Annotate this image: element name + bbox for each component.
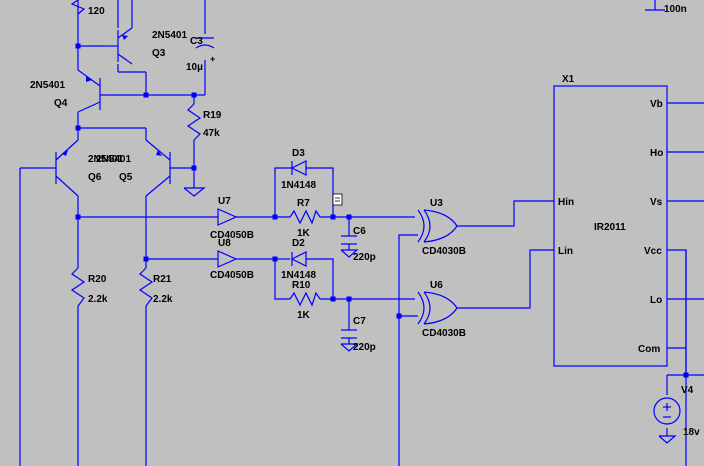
buffer-u7[interactable]: [217, 208, 238, 226]
label-c7-value: 220p: [353, 342, 376, 353]
label-u8-part: CD4050B: [210, 270, 254, 281]
pin-lin-label: Lin: [558, 246, 573, 257]
label-r-top-value: 120: [88, 6, 105, 17]
label-r21-ref: R21: [153, 274, 172, 285]
capacitor-c6[interactable]: [340, 235, 359, 258]
label-u3-part: CD4030B: [422, 246, 466, 257]
label-q3-ref: Q3: [152, 48, 166, 59]
label-q6-part: 2N5401: [88, 154, 123, 165]
label-d3-ref: D3: [292, 148, 305, 159]
label-c3-ref: C3: [190, 36, 203, 47]
diode-d2[interactable]: [290, 251, 307, 267]
label-v4-ref: V4: [681, 385, 694, 396]
label-q4-part: 2N5401: [30, 80, 65, 91]
pin-vb-label: Vb: [650, 99, 663, 110]
label-q4-ref: Q4: [54, 98, 68, 109]
label-u6-ref: U6: [430, 280, 443, 291]
label-r21-value: 2.2k: [153, 294, 173, 305]
label-r7-value: 1K: [297, 228, 311, 239]
label-c6-value: 220p: [353, 252, 376, 263]
label-r10-value: 1K: [297, 310, 311, 321]
transistor-q3[interactable]: [107, 0, 133, 65]
ic-x1-box[interactable]: [553, 85, 668, 367]
resistor-top[interactable]: [70, 0, 86, 15]
document-cursor-icon: [332, 193, 343, 206]
label-u8-ref: U8: [218, 238, 231, 249]
transistor-q4[interactable]: [77, 69, 108, 113]
label-u7-ref: U7: [218, 196, 231, 207]
resistor-r10[interactable]: [289, 291, 321, 307]
pin-com-label: Com: [638, 344, 660, 355]
label-q3-part: 2N5401: [152, 30, 187, 41]
transistor-q6[interactable]: [45, 139, 79, 197]
label-q5-part: 2N5401: [96, 154, 131, 165]
label-u3-ref: U3: [430, 198, 443, 209]
pin-vs-label: Vs: [650, 197, 663, 208]
transistor-q5[interactable]: [145, 139, 171, 197]
xor-gate-u3[interactable]: [417, 209, 458, 243]
pin-vcc-label: Vcc: [644, 246, 662, 257]
resistor-r21[interactable]: [138, 267, 154, 307]
label-u6-part: CD4030B: [422, 328, 466, 339]
label-r20-value: 2.2k: [88, 294, 108, 305]
label-d3-part: 1N4148: [281, 180, 316, 191]
resistor-r20[interactable]: [70, 267, 86, 307]
label-d2-part: 1N4148: [281, 270, 316, 281]
pin-ho-label: Ho: [650, 148, 663, 159]
label-r10-ref: R10: [292, 280, 311, 291]
ground-symbol: [183, 187, 206, 197]
svg-text:+: +: [210, 54, 215, 64]
voltage-source-v4[interactable]: [653, 397, 681, 444]
pin-lo-label: Lo: [650, 295, 662, 306]
capacitor-c7[interactable]: [340, 329, 359, 352]
resistor-r19[interactable]: [186, 103, 202, 141]
label-d2-ref: D2: [292, 238, 305, 249]
resistor-r7[interactable]: [289, 209, 321, 225]
junction-dots: [75, 43, 689, 378]
label-r19-value: 47k: [203, 128, 220, 139]
diode-d3[interactable]: [290, 160, 307, 176]
label-q5-ref: Q5: [119, 172, 133, 183]
label-cap-top-right-value: 100n: [664, 4, 687, 15]
label-c7-ref: C7: [353, 316, 366, 327]
label-r7-ref: R7: [297, 198, 310, 209]
label-r20-ref: R20: [88, 274, 107, 285]
label-v4-value: 18v: [683, 427, 700, 438]
label-x1-part: IR2011: [594, 222, 626, 233]
label-u7-part: CD4050B: [210, 230, 254, 241]
xor-gate-u6[interactable]: [417, 291, 458, 325]
label-r19-ref: R19: [203, 110, 222, 121]
label-c3-value: 10µ: [186, 62, 203, 73]
buffer-u8[interactable]: [217, 250, 238, 268]
label-c6-ref: C6: [353, 226, 366, 237]
capacitor-c3[interactable]: +: [195, 37, 215, 64]
label-x1-ref: X1: [562, 74, 575, 85]
pin-hin-label: Hin: [558, 197, 574, 208]
label-q6-ref: Q6: [88, 172, 102, 183]
